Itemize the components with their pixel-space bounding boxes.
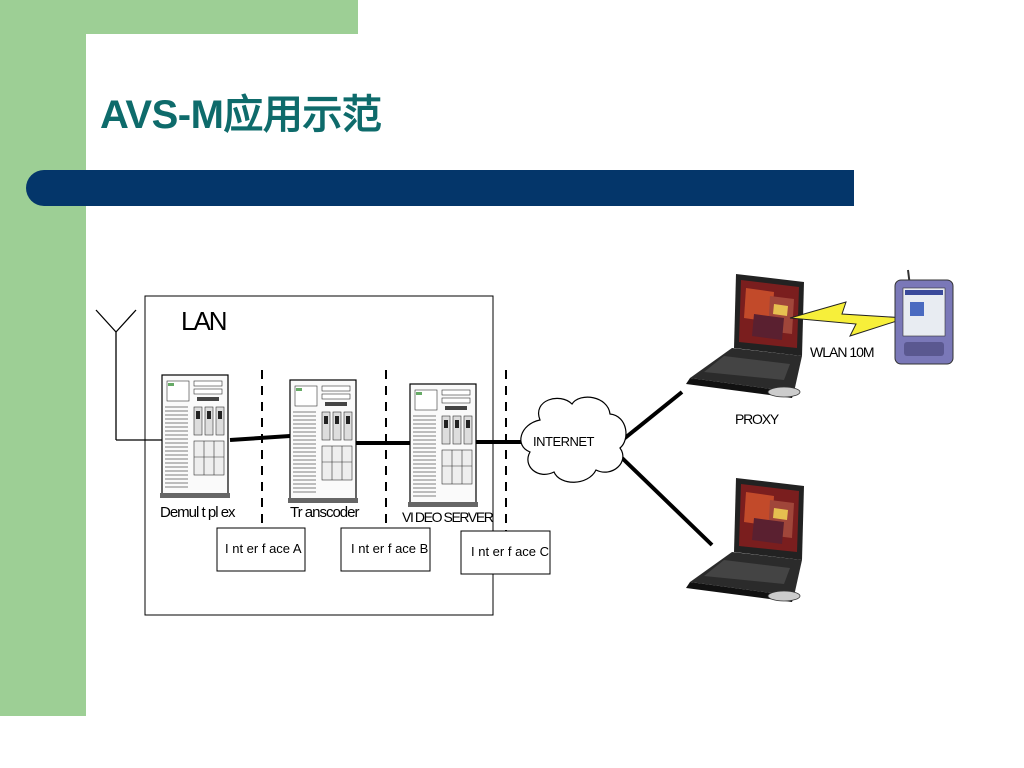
interface-c-box — [460, 530, 551, 575]
interface-a-box — [216, 527, 306, 572]
proxy-label: PROXY — [735, 411, 780, 427]
video-server-icon — [407, 383, 479, 508]
pda-icon — [894, 269, 954, 365]
connection-lines — [229, 390, 714, 547]
video-server-label: VI DEO SERVER — [402, 509, 494, 525]
top-green-band — [0, 0, 358, 34]
internet-cloud-icon — [520, 396, 627, 483]
demultiplex-label: Demul t pl ex — [160, 504, 236, 521]
interface-b-box — [340, 527, 431, 572]
lan-boundary — [144, 295, 494, 616]
transcoder-server-icon — [287, 379, 359, 504]
lan-label: LAN — [181, 306, 226, 336]
client-laptop-icon — [685, 477, 805, 603]
antenna-icon — [95, 309, 162, 441]
wireless-bolt-icon — [789, 301, 907, 337]
interface-a-label: I nt er f ace A — [225, 541, 302, 556]
interface-dividers — [261, 370, 507, 535]
interface-b-label: I nt er f ace B — [351, 541, 428, 556]
left-green-band — [0, 0, 86, 716]
wlan-label: WLAN 10M — [810, 344, 874, 360]
slide-title: AVS-M应用示范 — [100, 93, 382, 137]
title-divider-bar — [26, 170, 854, 206]
internet-label: INTERNET — [533, 434, 595, 449]
interface-c-label: I nt er f ace C — [471, 544, 549, 559]
demultiplex-server-icon — [159, 374, 231, 499]
transcoder-label: Tr anscoder — [290, 504, 359, 521]
proxy-laptop-icon — [685, 273, 805, 399]
